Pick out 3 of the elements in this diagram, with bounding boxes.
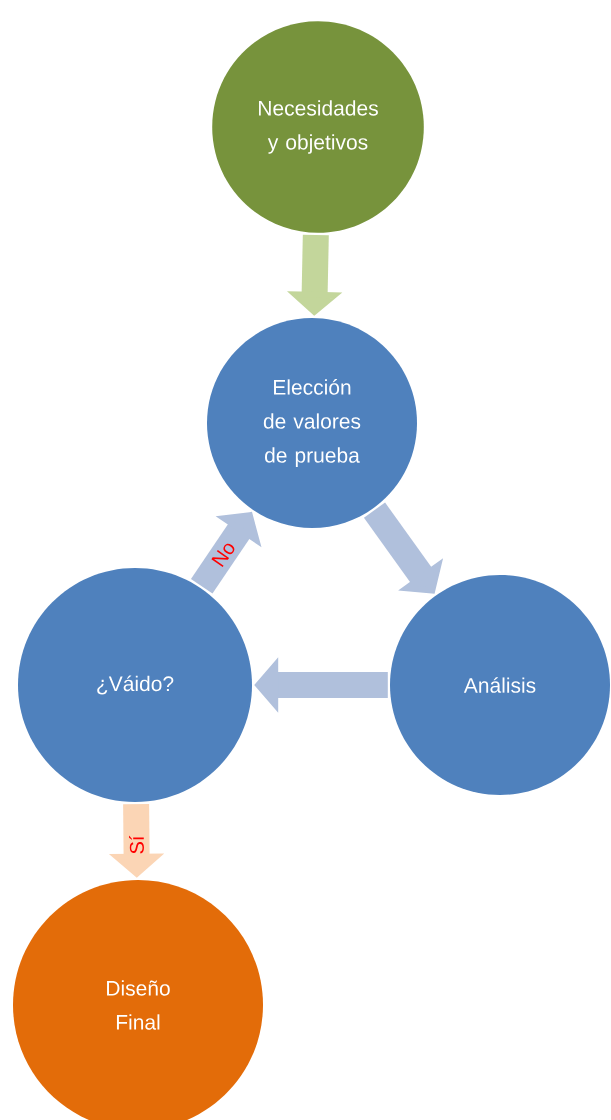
edge-label: Sí [128, 834, 145, 856]
edge-label: No [209, 538, 238, 570]
block-arrow [363, 502, 444, 594]
